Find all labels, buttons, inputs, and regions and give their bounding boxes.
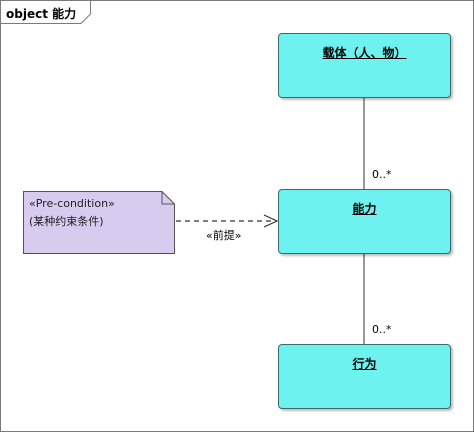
object-capability-name: 能力 xyxy=(352,202,377,216)
object-capability[interactable]: 能力 xyxy=(278,189,451,254)
dependency-label: «前提» xyxy=(206,229,242,242)
frame-header-tab: object 能力 xyxy=(1,1,91,24)
object-behavior[interactable]: 行为 xyxy=(278,344,451,409)
object-carrier-name: 载体（人、物） xyxy=(322,46,407,60)
object-carrier[interactable]: 载体（人、物） xyxy=(278,33,451,98)
object-behavior-name: 行为 xyxy=(352,357,377,371)
multiplicity-capability-behavior: 0..* xyxy=(372,323,392,336)
frame-tab-shape xyxy=(1,1,91,24)
note-text: (某种约束条件) xyxy=(29,215,104,228)
multiplicity-carrier-capability: 0..* xyxy=(372,168,392,181)
note-stereotype: «Pre-condition» xyxy=(29,197,115,210)
note-shape xyxy=(23,191,175,254)
precondition-note[interactable]: «Pre-condition» (某种约束条件) xyxy=(23,191,175,254)
frame-title: object 能力 xyxy=(6,7,77,21)
dependency-arrowhead xyxy=(263,214,279,228)
